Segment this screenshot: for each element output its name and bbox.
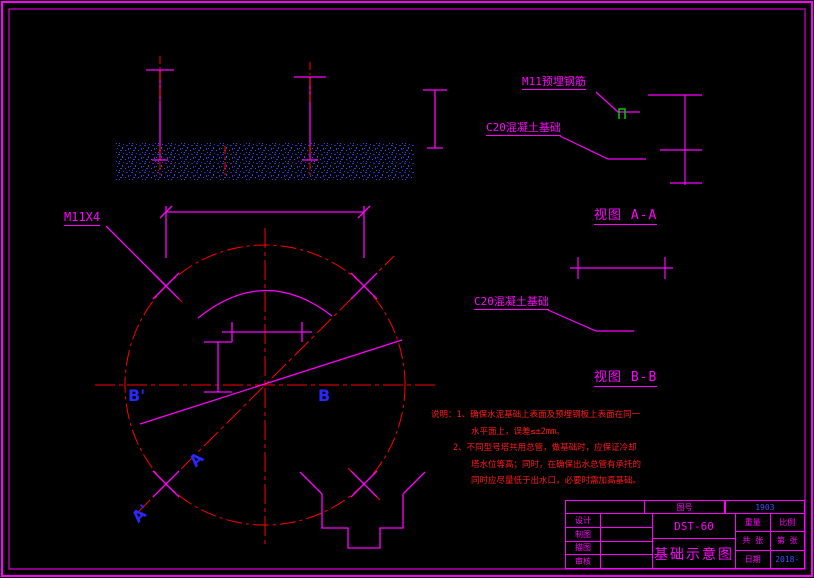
leader-m11x4 bbox=[105, 225, 167, 287]
detail-view-a-a bbox=[559, 91, 702, 185]
note-line: 同时应尽量低于出水口，必要时需加高基础。 bbox=[471, 476, 642, 486]
title-block-right: 重量 比例 共 张 第 张 日期 2018- bbox=[736, 514, 804, 568]
title-block-center: DST-60 基础示意图 bbox=[653, 514, 736, 568]
note-line: 水平面上，误差≤±2mm。 bbox=[471, 426, 565, 437]
drawing-title: 基础示意图 bbox=[654, 546, 734, 563]
role-label: 描图 bbox=[566, 541, 601, 555]
section-line-b-b bbox=[139, 339, 403, 425]
sheet-no-label: 第 张 bbox=[776, 536, 798, 546]
role-label: 审核 bbox=[566, 555, 601, 568]
sheets-total-label: 共 张 bbox=[736, 532, 771, 550]
bolt-span-dimension bbox=[159, 205, 371, 258]
note-line: 塔水位等高；同时，在确保出水总管有承托的 bbox=[471, 459, 642, 470]
bolt-centerlines bbox=[159, 56, 311, 178]
anchor-bolts-elevation bbox=[146, 69, 447, 161]
centerlines bbox=[95, 228, 435, 548]
signature-row: 描图 bbox=[566, 541, 652, 556]
date-label: 日期 bbox=[736, 550, 771, 568]
c20-concrete-label-b: C20混凝土基础 bbox=[474, 295, 549, 311]
note-line: 2、不同型号塔共用总管，做基础时，应保证冷却 bbox=[453, 443, 637, 453]
sump-outline bbox=[299, 471, 426, 549]
section-view-front bbox=[116, 56, 447, 180]
role-label: 设计 bbox=[566, 514, 601, 527]
doc-no-value: 1903 bbox=[724, 501, 804, 513]
title-block-top-row: 图号 1903 bbox=[566, 501, 804, 514]
center-bolt-elevation bbox=[204, 341, 232, 393]
scale-label: 比例 bbox=[779, 518, 796, 528]
signature-row: 设计 bbox=[566, 514, 652, 528]
title-block: 图号 1903 设计 制图 描图 审核 bbox=[565, 500, 805, 569]
doc-no-label: 图号 bbox=[644, 501, 725, 513]
signature-row: 制图 bbox=[566, 527, 652, 542]
embedded-bolt-mark bbox=[618, 108, 626, 119]
date-value: 2018- bbox=[775, 554, 800, 564]
m11x4-label: M11X4 bbox=[64, 210, 101, 227]
role-label: 制图 bbox=[566, 527, 601, 541]
c20-concrete-label-a: C20混凝土基础 bbox=[486, 121, 561, 137]
weight-label: 重量 bbox=[736, 514, 771, 532]
dimension-b-b bbox=[570, 257, 673, 279]
inner-dimension bbox=[222, 322, 312, 342]
notes-block: 说明：1、确保水泥基础上表面及预埋钢板上表面在同一 水平面上，误差≤±2mm。 … bbox=[431, 407, 641, 490]
view-b-b-title: 视图 B-B bbox=[594, 370, 658, 388]
section-letter-b-right: B bbox=[318, 386, 331, 405]
signature-row: 审核 bbox=[566, 555, 652, 568]
pipe-arc bbox=[197, 289, 333, 319]
m11-embed-label: M11预埋钢筋 bbox=[522, 75, 586, 91]
concrete-hatch bbox=[116, 142, 414, 180]
section-letter-b-left: B' bbox=[128, 386, 146, 405]
note-line: 说明：1、确保水泥基础上表面及预埋钢板上表面在同一 bbox=[431, 410, 641, 420]
leader-m11-embed bbox=[595, 91, 640, 113]
detail-view-b-b bbox=[547, 257, 673, 332]
view-a-a-title: 视图 A-A bbox=[594, 208, 658, 226]
dimension-a-a bbox=[648, 94, 702, 185]
model-number: DST-60 bbox=[653, 514, 735, 539]
title-block-signatures: 设计 制图 描图 审核 bbox=[566, 514, 653, 568]
leader-c20-b bbox=[547, 309, 634, 332]
leader-c20-a bbox=[559, 135, 646, 160]
plan-view bbox=[95, 205, 435, 549]
